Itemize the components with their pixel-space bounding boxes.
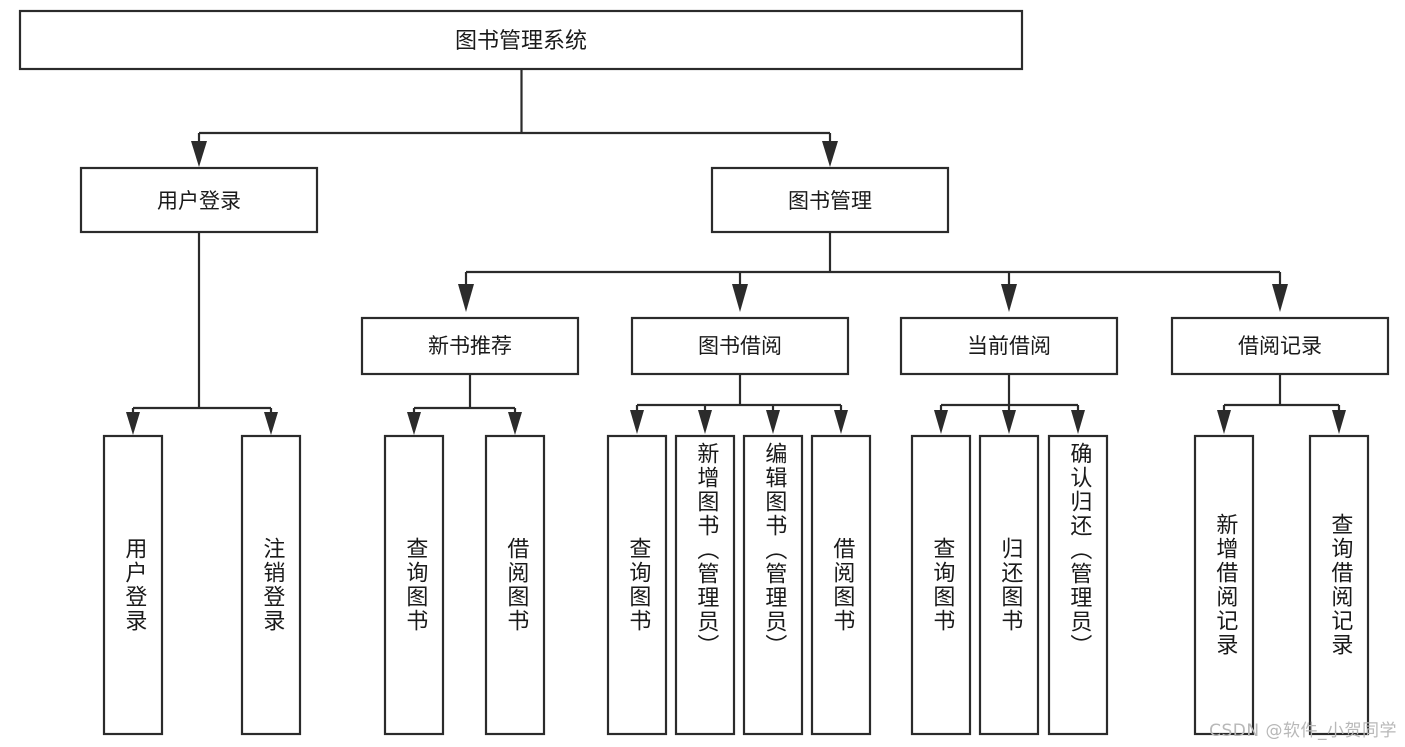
leaf-boxes-new-book-rec [383, 434, 546, 736]
arrow-to-book-borrow [732, 284, 748, 312]
connector-group-root-to-level2 [191, 69, 838, 167]
leaf-confirm-return-box[interactable] [1047, 434, 1109, 736]
node-book-borrow-label: 图书借阅 [698, 334, 782, 358]
node-user-login[interactable]: 用户登录 [79, 166, 319, 234]
connector-group-borrow-record-to-leaves [1217, 374, 1346, 434]
leaf-user-logout-box[interactable] [240, 434, 302, 736]
node-root-label: 图书管理系统 [455, 29, 587, 54]
arrow-to-user-login [191, 141, 207, 167]
watermark: CSDN @软件_小贺同学 [1209, 721, 1397, 741]
connector-group-book-manage-to-level3 [458, 232, 1288, 312]
node-user-login-box[interactable] [79, 166, 319, 234]
node-book-manage-label: 图书管理 [788, 189, 872, 213]
arrow-to-current-borrow [1001, 284, 1017, 312]
connector-group-current-borrow-to-leaves [934, 374, 1085, 434]
leaf-boxes-user-login [102, 434, 302, 736]
arrow-to-new-book-rec [458, 284, 474, 312]
arrow-to-leaf-add-record [1217, 410, 1231, 434]
node-book-manage[interactable]: 图书管理 [710, 166, 950, 234]
arrow-to-leaf-borrow-book-2 [834, 410, 848, 434]
connector-group-new-book-rec-to-leaves [407, 374, 522, 435]
leaf-return-book-box[interactable] [978, 434, 1040, 736]
node-user-login-label: 用户登录 [157, 189, 241, 213]
leaf-borrow-book-2-box[interactable] [810, 434, 872, 736]
leaf-user-login-box[interactable] [102, 434, 164, 736]
arrow-to-leaf-return-book [1002, 410, 1016, 434]
leaf-boxes-book-borrow [606, 434, 872, 736]
arrow-to-book-manage [822, 141, 838, 167]
node-current-borrow[interactable]: 当前借阅 [899, 316, 1119, 376]
node-current-borrow-label: 当前借阅 [967, 334, 1051, 358]
arrow-to-leaf-edit-book [766, 410, 780, 434]
node-current-borrow-box[interactable] [899, 316, 1119, 376]
arrow-to-leaf-query-book-2 [630, 410, 644, 434]
leaf-edit-book-box[interactable] [742, 434, 804, 736]
arrow-to-leaf-add-book [698, 410, 712, 434]
arrow-to-leaf-borrow-book-1 [508, 412, 522, 435]
node-borrow-record-box[interactable] [1170, 316, 1390, 376]
leaf-add-record-box[interactable] [1193, 434, 1255, 736]
node-new-book-rec[interactable]: 新书推荐 [360, 316, 580, 376]
arrow-to-leaf-user-logout [264, 412, 278, 435]
arrow-to-borrow-record [1272, 284, 1288, 312]
arrow-to-leaf-query-book-3 [934, 410, 948, 434]
node-book-manage-box[interactable] [710, 166, 950, 234]
leaf-query-book-3-box[interactable] [910, 434, 972, 736]
node-new-book-rec-label: 新书推荐 [428, 334, 512, 358]
connector-group-user-login-to-leaves [126, 232, 278, 435]
leaf-boxes-current-borrow [910, 434, 1109, 736]
node-new-book-rec-box[interactable] [360, 316, 580, 376]
connector-group-book-borrow-to-leaves [630, 374, 848, 434]
node-borrow-record[interactable]: 借阅记录 [1170, 316, 1390, 376]
node-borrow-record-label: 借阅记录 [1238, 334, 1322, 358]
leaf-boxes-borrow-record [1193, 434, 1370, 736]
node-root-box[interactable] [18, 9, 1024, 71]
node-root[interactable]: 图书管理系统 [18, 9, 1024, 71]
arrow-to-leaf-query-book-1 [407, 412, 421, 435]
node-book-borrow-box[interactable] [630, 316, 850, 376]
leaf-add-book-box[interactable] [674, 434, 736, 736]
leaf-query-book-1-box[interactable] [383, 434, 445, 736]
leaf-query-book-2-box[interactable] [606, 434, 668, 736]
node-book-borrow[interactable]: 图书借阅 [630, 316, 850, 376]
leaf-query-record-box[interactable] [1308, 434, 1370, 736]
arrow-to-leaf-query-record [1332, 410, 1346, 434]
leaf-borrow-book-1-box[interactable] [484, 434, 546, 736]
arrow-to-leaf-confirm-return [1071, 410, 1085, 434]
arrow-to-leaf-user-login [126, 412, 140, 435]
